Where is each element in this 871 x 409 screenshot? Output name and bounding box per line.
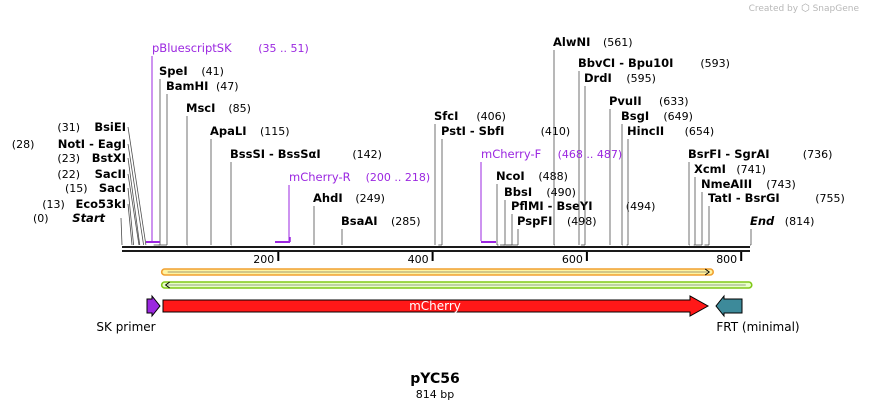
site-connector bbox=[127, 157, 141, 246]
site-name: BsrFI - SgrAI bbox=[688, 147, 770, 161]
site-position: (22) bbox=[57, 168, 80, 181]
site-position: (41) bbox=[201, 65, 224, 78]
site-name: BbvCI - Bpu10I bbox=[578, 56, 673, 70]
primer-name: pBluescriptSK bbox=[152, 41, 232, 55]
site-connector bbox=[127, 143, 144, 246]
site-name: BsgI bbox=[621, 109, 649, 123]
site-name: SpeI bbox=[159, 64, 188, 78]
site-name: HincII bbox=[627, 124, 664, 138]
site-name: SfcI bbox=[434, 109, 458, 123]
site-position: (142) bbox=[352, 148, 382, 161]
site-position: (488) bbox=[538, 170, 568, 183]
site-position: (595) bbox=[626, 72, 656, 85]
site-position: (561) bbox=[603, 36, 633, 49]
primer-name: mCherry-F bbox=[481, 147, 541, 161]
site-name: NotI - EagI bbox=[58, 137, 126, 151]
site-name: SacII bbox=[95, 167, 126, 181]
site-name: XcmI bbox=[694, 162, 726, 176]
site-name: NmeAIII bbox=[701, 177, 752, 191]
site-position: (654) bbox=[685, 125, 715, 138]
site-name: BbsI bbox=[504, 185, 532, 199]
site-name: Eco53kI bbox=[75, 197, 126, 211]
site-position: (85) bbox=[228, 102, 251, 115]
site-position: (755) bbox=[815, 192, 845, 205]
site-connector bbox=[127, 126, 147, 246]
site-position: (28) bbox=[12, 138, 35, 151]
feature-arrow bbox=[146, 294, 161, 318]
site-position: (406) bbox=[476, 110, 506, 123]
site-name: AlwNI bbox=[553, 35, 590, 49]
primer-range: (468 .. 487) bbox=[558, 148, 623, 161]
site-position: (814) bbox=[785, 215, 815, 228]
snapgene-logo-icon: ⬡ bbox=[800, 3, 810, 14]
site-name: BsaAI bbox=[341, 214, 378, 228]
credit-brand: SnapGene bbox=[812, 4, 859, 14]
site-position: (285) bbox=[391, 215, 421, 228]
credit-prefix: Created by bbox=[748, 4, 799, 14]
feature-label: mCherry bbox=[409, 299, 461, 313]
orf-direction-arrow bbox=[164, 281, 170, 289]
site-name: BamHI bbox=[166, 79, 208, 93]
site-name: AhdI bbox=[313, 191, 343, 205]
ruler-label: 800 bbox=[716, 253, 737, 266]
site-connector bbox=[120, 217, 123, 246]
site-position: (115) bbox=[260, 125, 290, 138]
site-position: (410) bbox=[541, 125, 571, 138]
feature-label: FRT (minimal) bbox=[716, 320, 799, 334]
site-name: BstXI bbox=[92, 151, 126, 165]
site-name: TatI - BsrGI bbox=[708, 191, 780, 205]
site-connector bbox=[127, 187, 134, 246]
site-name: NcoI bbox=[496, 169, 525, 183]
site-name: SacI bbox=[99, 181, 126, 195]
site-position: (490) bbox=[546, 186, 576, 199]
primer-range: (35 .. 51) bbox=[258, 42, 309, 55]
site-position: (633) bbox=[659, 95, 689, 108]
site-name: PspFI bbox=[517, 214, 552, 228]
orf-direction-arrow bbox=[704, 268, 711, 276]
site-name: BsiEI bbox=[94, 120, 126, 134]
site-position: (0) bbox=[33, 212, 49, 225]
site-connector bbox=[127, 173, 140, 246]
primer-name: mCherry-R bbox=[289, 170, 351, 184]
site-position: (13) bbox=[42, 198, 65, 211]
site-name: DrdI bbox=[584, 71, 612, 85]
ruler-label: 600 bbox=[562, 253, 583, 266]
site-name: PvuII bbox=[609, 94, 642, 108]
site-position: (741) bbox=[736, 163, 766, 176]
site-position: (494) bbox=[626, 200, 656, 213]
site-position: (498) bbox=[567, 215, 597, 228]
plasmid-name: pYC56 bbox=[410, 371, 459, 387]
site-position: (47) bbox=[216, 80, 239, 93]
feature-label: SK primer bbox=[96, 320, 155, 334]
ruler-label: 400 bbox=[408, 253, 429, 266]
site-position: (249) bbox=[355, 192, 385, 205]
site-position: (736) bbox=[803, 148, 833, 161]
feature-arrow bbox=[162, 295, 710, 317]
site-position: (15) bbox=[65, 182, 88, 195]
feature-arrow bbox=[715, 294, 743, 318]
site-position: (593) bbox=[700, 57, 730, 70]
site-position: (23) bbox=[57, 152, 80, 165]
snapgene-credit: Created by ⬡ SnapGene bbox=[749, 3, 859, 14]
site-name: ApaLI bbox=[210, 124, 247, 138]
primer-range: (200 .. 218) bbox=[366, 171, 431, 184]
site-name: BssSI - BssSαI bbox=[230, 147, 321, 161]
site-name: PflMI - BseYI bbox=[511, 199, 592, 213]
ruler-label: 200 bbox=[253, 253, 274, 266]
site-name: Start bbox=[72, 211, 105, 225]
site-name: PstI - SbfI bbox=[441, 124, 504, 138]
site-position: (649) bbox=[663, 110, 693, 123]
site-name: MscI bbox=[186, 101, 215, 115]
site-position: (743) bbox=[766, 178, 796, 191]
site-name: End bbox=[750, 214, 775, 228]
plasmid-length: 814 bp bbox=[416, 388, 454, 401]
site-connector bbox=[127, 203, 133, 246]
site-position: (31) bbox=[57, 121, 80, 134]
